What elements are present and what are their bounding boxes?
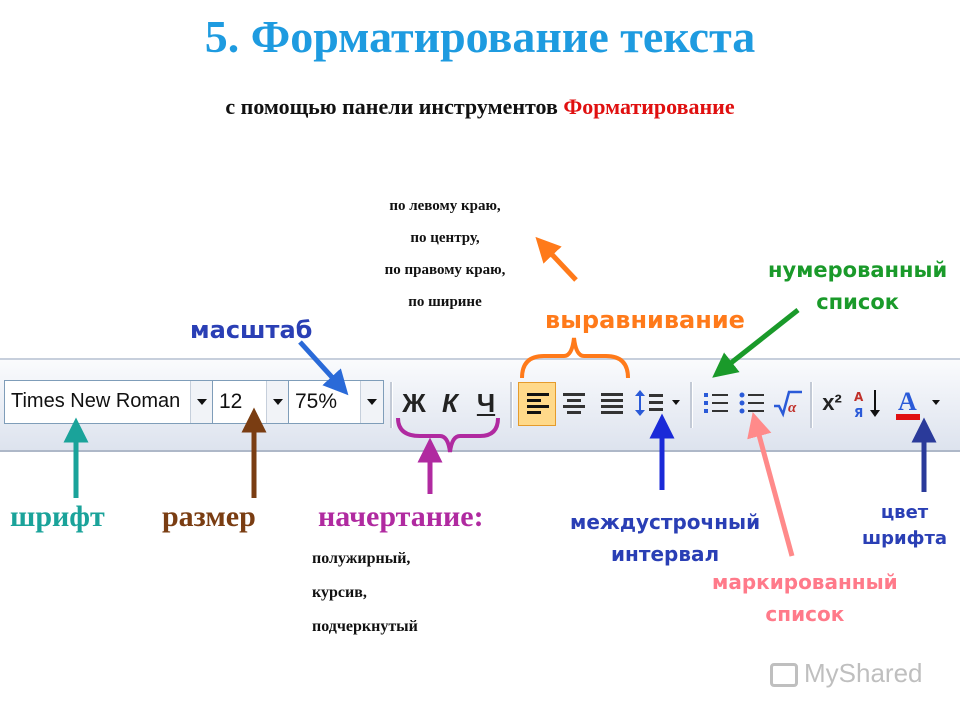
numbered-list-arrow bbox=[712, 308, 800, 378]
formula-button[interactable]: α bbox=[770, 384, 806, 422]
svg-text:α: α bbox=[788, 400, 797, 416]
font-color-label-line: шрифта bbox=[862, 528, 948, 549]
line-spacing-dropdown-icon[interactable] bbox=[672, 400, 680, 405]
align-center-icon bbox=[563, 393, 585, 414]
alignment-arrow bbox=[535, 236, 578, 282]
bold-button[interactable]: Ж bbox=[402, 388, 426, 418]
font-label: шрифт bbox=[10, 500, 105, 533]
font-color-label: цвет шрифта bbox=[862, 500, 947, 552]
page-subtitle: с помощью панели инструментов Форматиров… bbox=[0, 94, 960, 120]
toolbar-separator bbox=[810, 382, 813, 428]
line-spacing-label: междустрочный интервал bbox=[570, 506, 760, 570]
numbered-list-button[interactable] bbox=[698, 384, 734, 422]
bulleted-list-button[interactable] bbox=[734, 384, 770, 422]
watermark: MyShared bbox=[770, 658, 923, 689]
line-spacing-label-line: интервал bbox=[611, 542, 720, 566]
style-brace bbox=[396, 417, 500, 453]
italic-button[interactable]: К bbox=[442, 388, 458, 418]
font-name-combobox[interactable]: Times New Roman bbox=[4, 380, 214, 424]
font-color-label-line: цвет bbox=[880, 502, 929, 523]
zoom-label: масштаб bbox=[190, 316, 313, 344]
alignment-notes: по левому краю, по центру, по правому кр… bbox=[330, 190, 560, 318]
sort-button[interactable]: А Я bbox=[850, 384, 886, 422]
zoom-dropdown-icon[interactable] bbox=[360, 381, 383, 423]
style-note: подчеркнутый bbox=[312, 618, 418, 635]
numbered-list-icon bbox=[704, 393, 728, 413]
style-note: курсив, bbox=[312, 584, 367, 601]
sort-icon: А Я bbox=[854, 390, 880, 420]
align-justify-button[interactable] bbox=[594, 384, 630, 422]
align-left-icon bbox=[527, 393, 549, 414]
zoom-value: 75% bbox=[295, 390, 338, 413]
font-color-icon: A bbox=[896, 387, 920, 420]
bulleted-list-label: маркированный список bbox=[712, 566, 898, 630]
align-center-button[interactable] bbox=[556, 384, 592, 422]
align-justify-icon bbox=[601, 393, 623, 414]
font-size-combobox[interactable]: 12 bbox=[212, 380, 290, 424]
numbered-list-label-line: нумерованный bbox=[768, 258, 948, 282]
svg-text:Я: Я bbox=[854, 406, 863, 420]
watermark-text: MyShared bbox=[804, 658, 923, 688]
formula-icon: α bbox=[774, 390, 802, 418]
toolbar-separator bbox=[510, 382, 513, 428]
subtitle-prefix: с помощью панели инструментов bbox=[225, 94, 558, 119]
line-spacing-label-line: междустрочный bbox=[570, 510, 761, 534]
bulleted-list-label-line: маркированный bbox=[712, 570, 898, 594]
underline-button[interactable]: Ч bbox=[476, 388, 496, 418]
subtitle-highlight: Форматирование bbox=[563, 94, 735, 119]
style-note: полужирный, bbox=[312, 550, 411, 567]
font-size-value: 12 bbox=[219, 390, 243, 413]
line-spacing-button[interactable] bbox=[632, 384, 668, 422]
alignment-brace bbox=[520, 337, 630, 379]
bulleted-list-icon bbox=[739, 392, 764, 414]
alignment-note: по левому краю, bbox=[389, 198, 501, 214]
alignment-label: выравнивание bbox=[545, 306, 745, 334]
font-size-dropdown-icon[interactable] bbox=[266, 381, 289, 423]
size-label: размер bbox=[162, 500, 256, 533]
bulleted-list-label-line: список bbox=[765, 602, 845, 626]
watermark-logo-icon bbox=[770, 663, 798, 688]
svg-text:A: A bbox=[898, 387, 917, 416]
font-name-dropdown-icon[interactable] bbox=[190, 381, 213, 423]
font-name-value: Times New Roman bbox=[11, 390, 181, 412]
page-title: 5. Форматирование текста bbox=[204, 11, 756, 62]
zoom-arrow bbox=[298, 340, 349, 396]
numbered-list-label-line: список bbox=[816, 290, 900, 314]
svg-text:А: А bbox=[854, 390, 864, 404]
line-spacing-icon bbox=[635, 390, 663, 416]
style-notes: полужирный, курсив, подчеркнутый bbox=[312, 542, 418, 644]
alignment-note: по правому краю, bbox=[384, 262, 506, 278]
toolbar-separator bbox=[390, 382, 393, 428]
font-color-button[interactable]: A bbox=[892, 384, 928, 422]
align-left-button[interactable] bbox=[518, 382, 556, 426]
alignment-note: по ширине bbox=[408, 294, 482, 310]
alignment-note: по центру, bbox=[410, 230, 480, 246]
bulleted-list-arrow bbox=[747, 411, 795, 557]
font-color-dropdown-icon[interactable] bbox=[932, 400, 940, 405]
numbered-list-label: нумерованный список bbox=[768, 254, 947, 318]
superscript-button[interactable]: x² bbox=[822, 390, 842, 415]
toolbar-separator bbox=[690, 382, 693, 428]
style-label: начертание: bbox=[318, 500, 484, 533]
